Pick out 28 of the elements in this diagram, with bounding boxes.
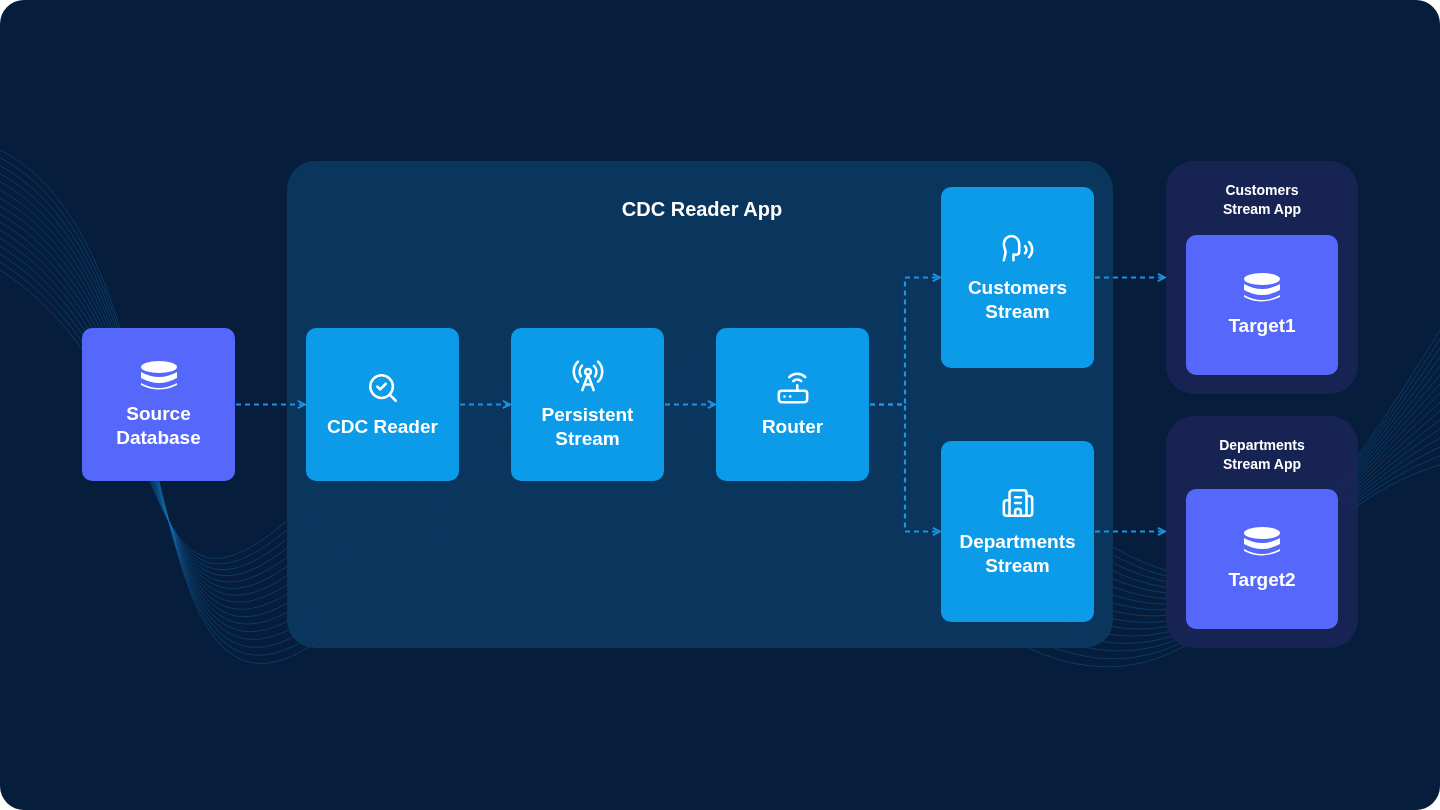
app-container xyxy=(1166,161,1358,394)
database-card xyxy=(1186,235,1338,375)
dashed-arrow xyxy=(460,400,511,409)
dashed-arrow xyxy=(1095,273,1166,282)
process-card xyxy=(941,187,1094,368)
card-label: Departments Stream xyxy=(958,529,1077,578)
process-card xyxy=(716,328,869,481)
group-container xyxy=(287,161,1113,648)
dashed-arrow xyxy=(870,403,941,536)
dashed-arrow xyxy=(236,400,306,409)
process-card xyxy=(511,328,664,481)
dashed-arrow xyxy=(1095,527,1166,536)
container-title: CDC Reader App xyxy=(620,197,784,222)
card-label: Source Database xyxy=(115,401,202,450)
card-label: Router xyxy=(760,414,825,439)
card-label: Persistent Stream xyxy=(540,402,635,451)
process-card xyxy=(941,441,1094,622)
card-label: Target2 xyxy=(1227,568,1297,592)
container-title: Departments Stream App xyxy=(1218,436,1306,474)
container-title: Customers Stream App xyxy=(1221,181,1303,219)
database-card xyxy=(82,328,235,481)
card-label: Target1 xyxy=(1227,314,1297,338)
card-label: Customers Stream xyxy=(966,275,1069,324)
dashed-arrow xyxy=(665,400,716,409)
app-container xyxy=(1166,416,1358,648)
card-label: CDC Reader xyxy=(326,414,439,439)
database-card xyxy=(1186,489,1338,629)
process-card xyxy=(306,328,459,481)
